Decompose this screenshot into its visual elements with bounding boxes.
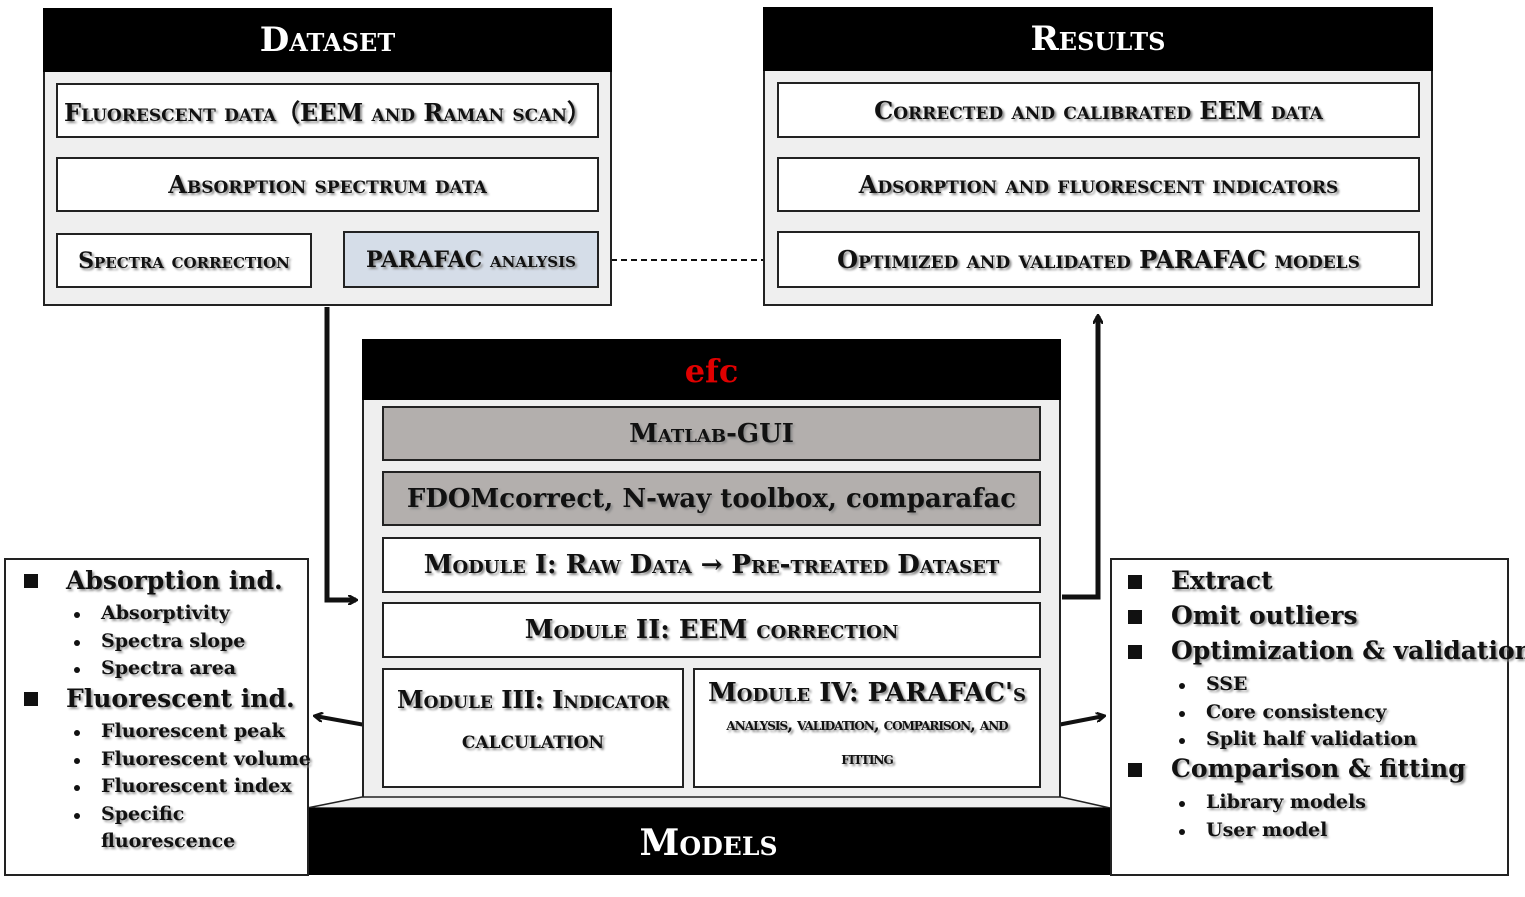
list-item: Fluorescent volume xyxy=(101,747,311,770)
corrected-eem-box: Corrected and calibrated EEM data xyxy=(777,82,1420,138)
spectra-correction-box: Spectra correction xyxy=(56,233,312,288)
bullet-dot xyxy=(1179,738,1185,744)
bullet-dot xyxy=(1179,710,1185,717)
bullet-dot xyxy=(74,730,80,736)
module-4-box: Module IV: PARAFAC's analysis, validatio… xyxy=(693,668,1041,788)
bullet-dot xyxy=(1179,801,1185,807)
optimization-item: Optimization & validation xyxy=(1171,636,1525,665)
module-3-box: Module III: Indicator calculation xyxy=(382,668,684,788)
results-header: Results xyxy=(763,7,1433,71)
bullet-square xyxy=(24,692,38,706)
arrow-module1-to-results xyxy=(1062,316,1098,600)
omit-outliers-item: Omit outliers xyxy=(1171,601,1358,630)
bullet-dot xyxy=(74,812,80,819)
indicators-box: Adsorption and fluorescent indicators xyxy=(777,157,1420,212)
bullet-dot xyxy=(74,785,80,791)
bullet-square xyxy=(1128,610,1142,624)
bullet-dot xyxy=(74,612,80,618)
list-item: Spectra slope xyxy=(101,629,246,652)
models-footer: Models xyxy=(307,808,1110,875)
parafac-models-box: Optimized and validated PARAFAC models xyxy=(777,231,1420,288)
absorption-heading: Absorption ind. xyxy=(66,566,283,595)
fluorescent-heading: Fluorescent ind. xyxy=(66,684,295,713)
bullet-dot xyxy=(74,639,80,646)
list-item: Fluorescent peak xyxy=(101,720,285,742)
parafac-steps-panel xyxy=(1110,558,1509,876)
list-item: fluorescence xyxy=(101,830,236,852)
bullet-dot xyxy=(1179,828,1185,835)
module-4-subtitle: analysis, validation, comparison, and fi… xyxy=(726,715,1008,769)
absorption-data-box: Absorption spectrum data xyxy=(56,157,599,212)
list-item: Split half validation xyxy=(1206,728,1417,750)
module-4-title: Module IV: PARAFAC's xyxy=(708,678,1026,708)
comparison-item: Comparison & fitting xyxy=(1171,754,1466,783)
arrow-dataset-to-module1 xyxy=(324,307,356,600)
efc-header: efc xyxy=(362,339,1061,400)
module-2-box: Module II: EEM correction xyxy=(382,602,1041,658)
list-item: Library models xyxy=(1206,791,1366,813)
list-item: Specific xyxy=(101,802,185,825)
toolbox-box: FDOMcorrect, N-way toolbox, comparafac xyxy=(382,471,1041,526)
fluorescent-data-box: Fluorescent data（EEM and Raman scan） xyxy=(56,83,599,138)
bullet-square xyxy=(24,574,38,588)
list-item: Fluorescent index xyxy=(101,775,292,797)
bullet-dot xyxy=(74,667,80,673)
list-item: Spectra area xyxy=(101,657,237,679)
bullet-dot xyxy=(74,757,80,764)
bullet-dot xyxy=(1179,683,1185,689)
matlab-gui-box: Matlab-GUI xyxy=(382,406,1041,461)
list-item: Absorptivity xyxy=(101,602,230,624)
indicators-list-panel xyxy=(4,558,309,876)
module-1-box: Module I: Raw Data → Pre-treated Dataset xyxy=(382,537,1041,593)
extract-item: Extract xyxy=(1171,566,1273,595)
list-item: User model xyxy=(1206,818,1328,841)
list-item: SSE xyxy=(1206,673,1248,695)
parafac-analysis-box: PARAFAC analysis xyxy=(343,231,599,288)
bullet-square xyxy=(1128,575,1142,589)
bullet-square xyxy=(1128,763,1142,777)
dataset-header: Dataset xyxy=(43,8,612,72)
list-item: Core consistency xyxy=(1206,700,1387,723)
bullet-square xyxy=(1128,645,1142,659)
